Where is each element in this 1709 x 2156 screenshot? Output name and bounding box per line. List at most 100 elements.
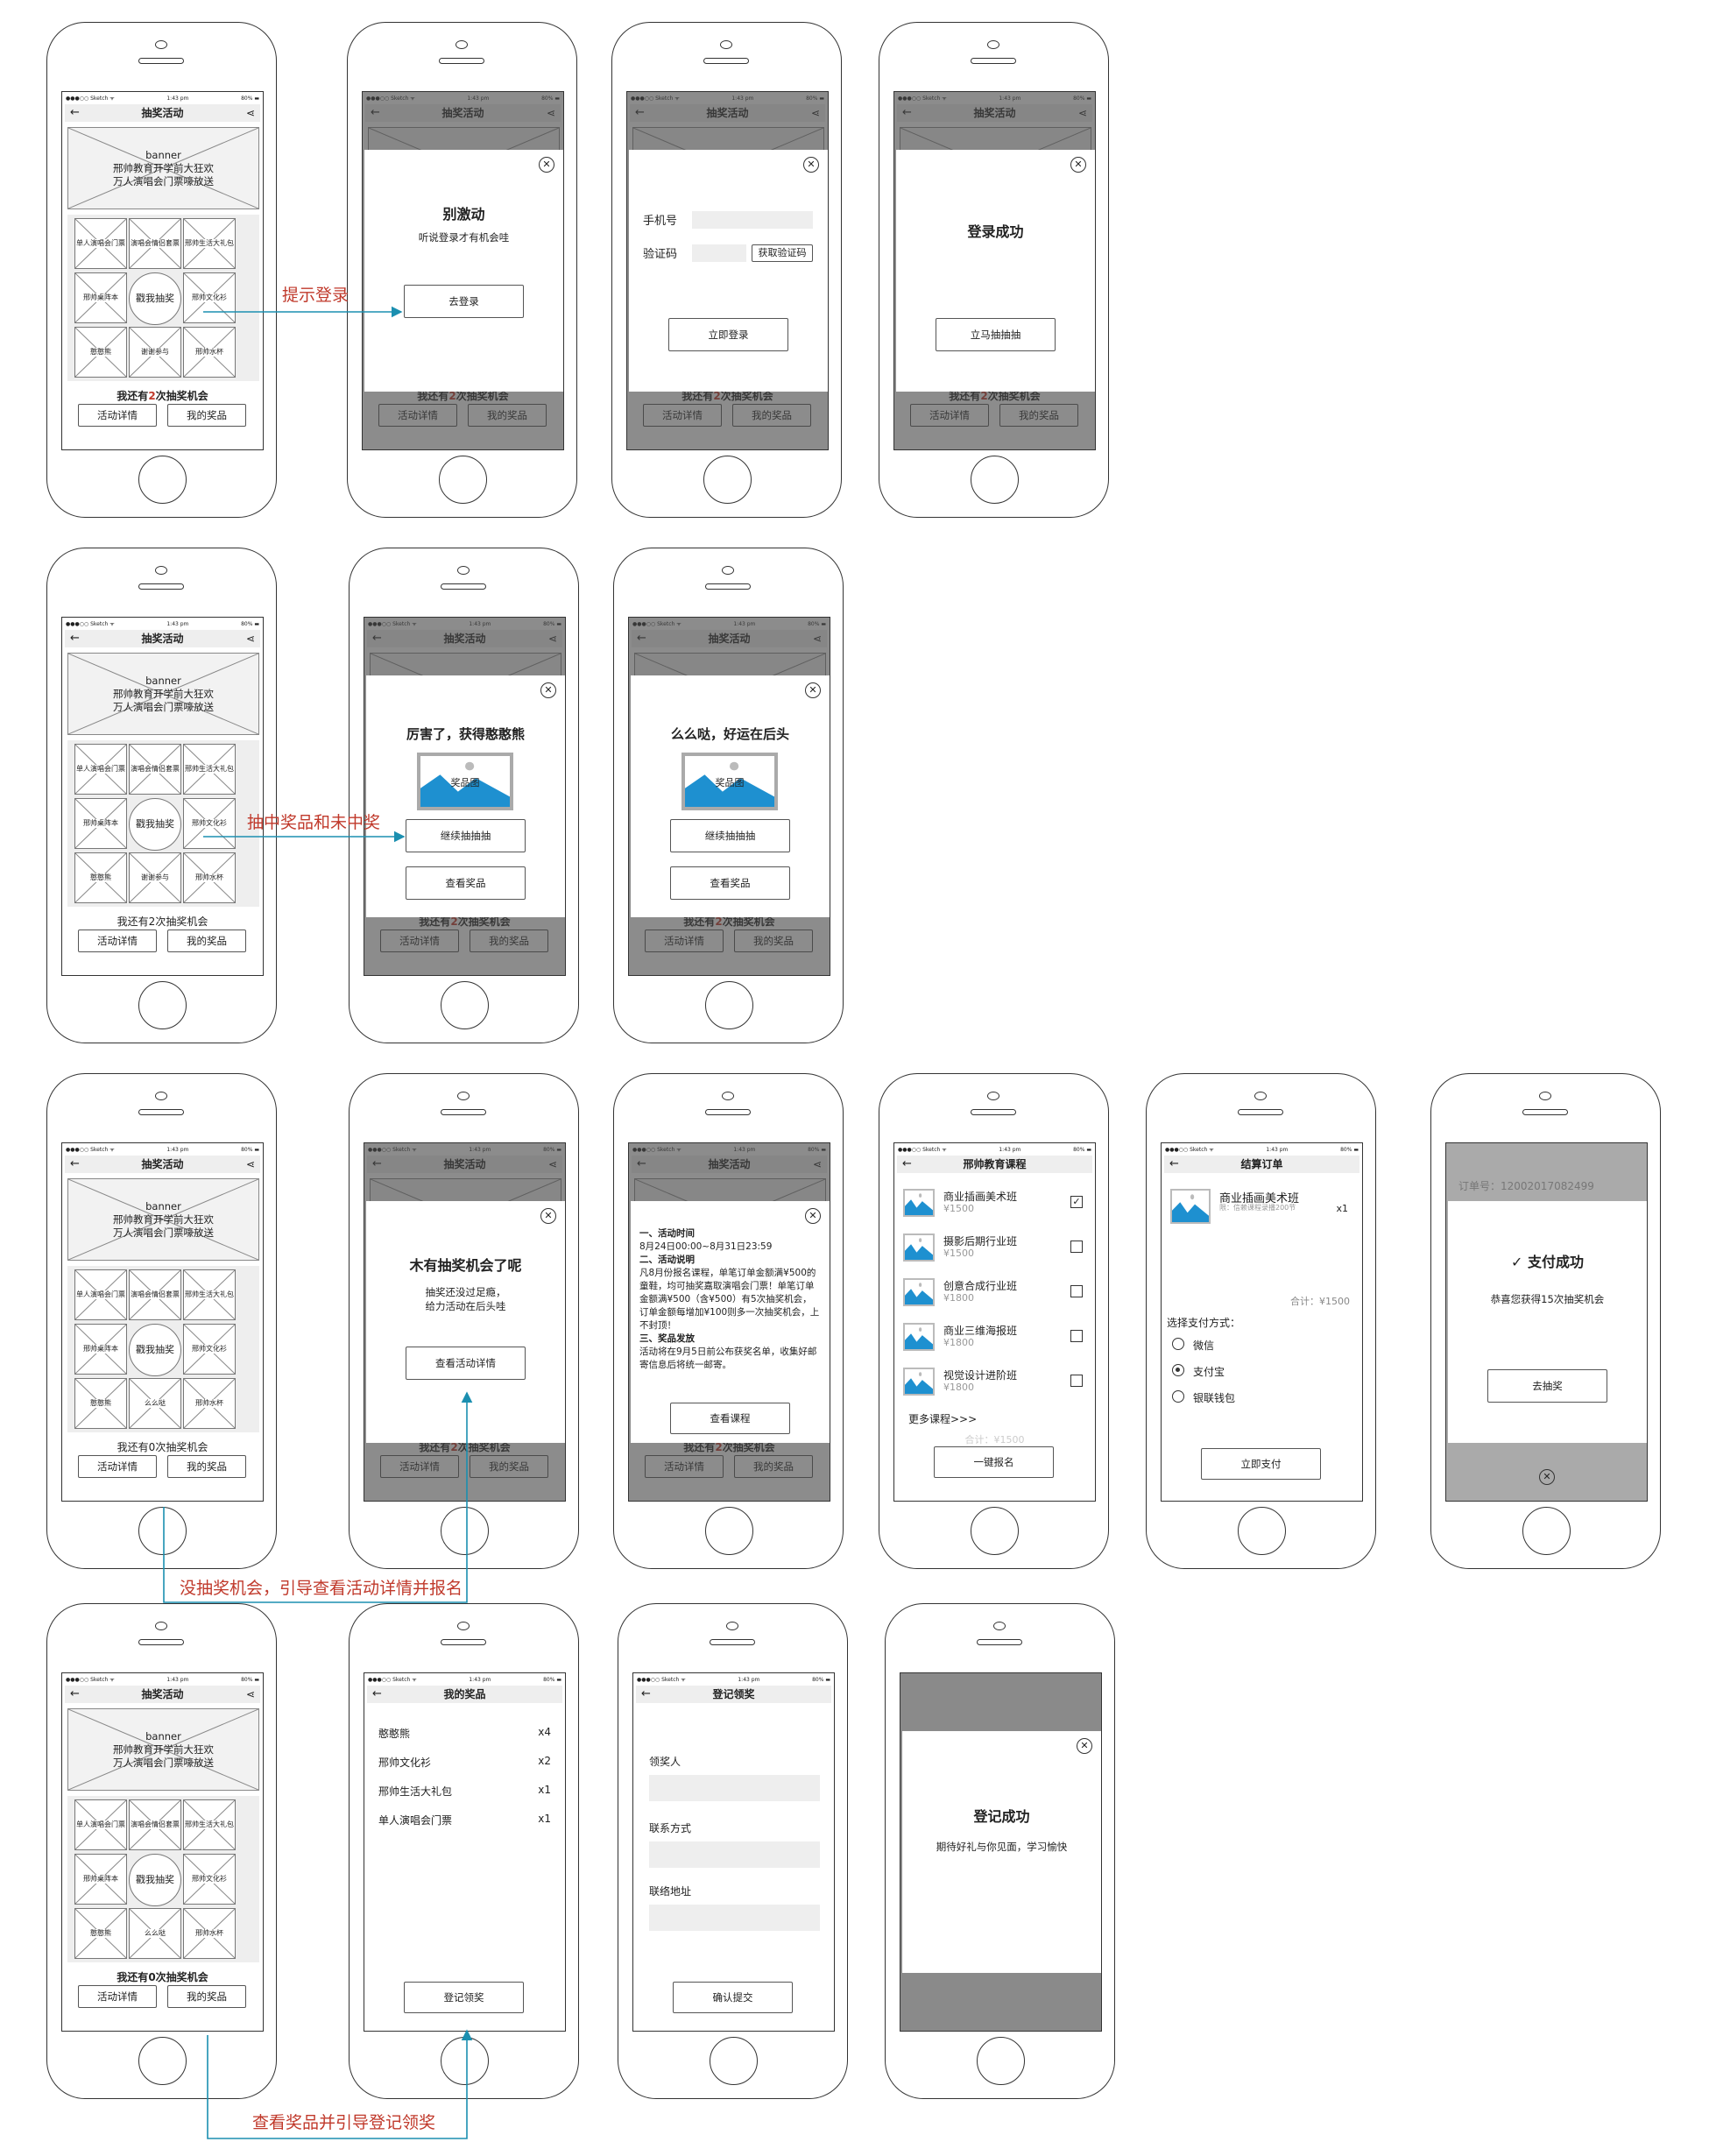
home-button[interactable] [441, 2037, 489, 2085]
course-item[interactable]: 创意合成行业班¥1800 [903, 1275, 1086, 1310]
course-checkbox[interactable] [1070, 1285, 1083, 1297]
home-button[interactable] [439, 456, 487, 504]
close-icon[interactable]: ✕ [805, 682, 821, 698]
close-icon[interactable]: ✕ [805, 1208, 821, 1224]
back-arrow-icon[interactable]: ← [70, 106, 80, 119]
home-button[interactable] [441, 1507, 489, 1555]
view-activity-detail-button[interactable]: 查看活动详情 [406, 1347, 526, 1380]
course-checkbox[interactable] [1070, 1241, 1083, 1253]
draw-button[interactable]: 戳我抽奖 [129, 1854, 181, 1906]
course-item[interactable]: 视觉设计进阶班¥1800 [903, 1364, 1086, 1399]
home-button[interactable] [1522, 1507, 1571, 1555]
view-course-button[interactable]: 查看课程 [670, 1403, 790, 1434]
draw-button[interactable]: 戳我抽奖 [129, 798, 181, 851]
pay-radio[interactable] [1172, 1390, 1184, 1403]
speaker [710, 1639, 755, 1645]
close-icon[interactable]: ✕ [540, 682, 556, 698]
speaker [971, 58, 1016, 64]
home-button[interactable] [703, 456, 752, 504]
more-courses-link[interactable]: 更多课程>>> [908, 1413, 978, 1425]
share-icon[interactable]: ⋖ [245, 107, 255, 119]
activity-detail-button[interactable]: 活动详情 [78, 404, 157, 427]
close-icon[interactable]: ✕ [803, 157, 819, 173]
course-item[interactable]: 商业插画美术班¥1500✓ [903, 1185, 1086, 1220]
go-login-button[interactable]: 去登录 [404, 285, 524, 318]
my-prize-button[interactable]: 我的奖品 [167, 404, 246, 427]
draw-button[interactable]: 戳我抽奖 [129, 272, 181, 325]
my-prize-button[interactable]: 我的奖品 [167, 1985, 246, 2008]
signup-button[interactable]: 一键报名 [934, 1446, 1054, 1478]
close-icon[interactable]: ✕ [1539, 1469, 1555, 1485]
register-claim-button[interactable]: 登记领奖 [404, 1982, 524, 2013]
course-checkbox[interactable]: ✓ [1070, 1196, 1083, 1208]
login-now-button[interactable]: 立即登录 [668, 318, 788, 351]
activity-detail-button[interactable]: 活动详情 [78, 1455, 157, 1478]
draw-button[interactable]: 戳我抽奖 [129, 1324, 181, 1376]
confirm-submit-button[interactable]: 确认提交 [673, 1982, 793, 2013]
back-arrow-icon[interactable]: ← [1169, 1157, 1179, 1170]
form-input[interactable] [649, 1841, 820, 1868]
home-button[interactable] [138, 456, 187, 504]
code-input[interactable] [692, 244, 746, 262]
share-icon[interactable]: ⋖ [245, 1688, 255, 1700]
form-input[interactable] [649, 1775, 820, 1801]
home-button[interactable] [971, 456, 1019, 504]
result-modal: ✕么么哒，好运在后头奖品图继续抽抽抽查看奖品 [631, 675, 830, 917]
back-arrow-icon[interactable]: ← [372, 1687, 382, 1700]
speaker [703, 58, 749, 64]
course-item[interactable]: 摄影后期行业班¥1500 [903, 1230, 1086, 1265]
home-button[interactable] [441, 981, 489, 1029]
pay-now-button[interactable]: 立即支付 [1201, 1448, 1321, 1480]
home-button[interactable] [705, 981, 753, 1029]
banner-line: 万人演唱会门票嚎放送 [113, 175, 214, 187]
close-icon[interactable]: ✕ [1070, 157, 1086, 173]
my-prize-button[interactable]: 我的奖品 [167, 1455, 246, 1478]
share-icon[interactable]: ⋖ [245, 1158, 255, 1170]
view-prize-button[interactable]: 查看奖品 [670, 866, 790, 900]
home-button[interactable] [977, 2037, 1025, 2085]
home-button[interactable] [1238, 1507, 1286, 1555]
my-prize-button[interactable]: 我的奖品 [167, 930, 246, 952]
home-button[interactable] [710, 2037, 758, 2085]
home-button[interactable] [705, 1507, 753, 1555]
course-name: 商业插画美术班 [943, 1191, 1018, 1203]
prize-cell: 邢帅文化衫 [183, 1324, 236, 1375]
continue-draw-button[interactable]: 继续抽抽抽 [670, 819, 790, 852]
course-item[interactable]: 商业三维海报班¥1800 [903, 1319, 1086, 1354]
pay-radio[interactable] [1172, 1338, 1184, 1350]
modal-title: ✓ 支付成功 [1511, 1254, 1584, 1270]
home-button[interactable] [138, 1507, 187, 1555]
share-icon[interactable]: ⋖ [245, 633, 255, 645]
activity-detail-button[interactable]: 活动详情 [78, 930, 157, 952]
course-checkbox[interactable] [1070, 1330, 1083, 1342]
course-checkbox[interactable] [1070, 1375, 1083, 1387]
prize-cell: 单人演唱会门票 [74, 218, 127, 269]
activity-detail-button[interactable]: 活动详情 [78, 1985, 157, 2008]
home-button[interactable] [138, 981, 187, 1029]
home-button[interactable] [138, 2037, 187, 2085]
home-button[interactable] [971, 1507, 1019, 1555]
form-input[interactable] [649, 1905, 820, 1931]
close-icon[interactable]: ✕ [539, 157, 554, 173]
go-draw-button[interactable]: 去抽奖 [1487, 1369, 1607, 1403]
speaker [971, 1109, 1016, 1115]
back-arrow-icon[interactable]: ← [70, 1157, 80, 1170]
pay-radio[interactable] [1172, 1364, 1184, 1376]
back-arrow-icon[interactable]: ← [70, 632, 80, 645]
get-code-button[interactable]: 获取验证码 [752, 244, 813, 262]
view-prize-button[interactable]: 查看奖品 [406, 866, 526, 900]
back-arrow-icon[interactable]: ← [902, 1157, 912, 1170]
continue-draw-button[interactable]: 继续抽抽抽 [406, 819, 526, 852]
close-icon[interactable]: ✕ [540, 1208, 556, 1224]
back-arrow-icon[interactable]: ← [70, 1687, 80, 1700]
back-arrow-icon[interactable]: ← [641, 1687, 651, 1700]
phone-input[interactable] [692, 211, 813, 229]
close-icon[interactable]: ✕ [1077, 1738, 1092, 1754]
start-draw-button[interactable]: 立马抽抽抽 [936, 318, 1056, 351]
